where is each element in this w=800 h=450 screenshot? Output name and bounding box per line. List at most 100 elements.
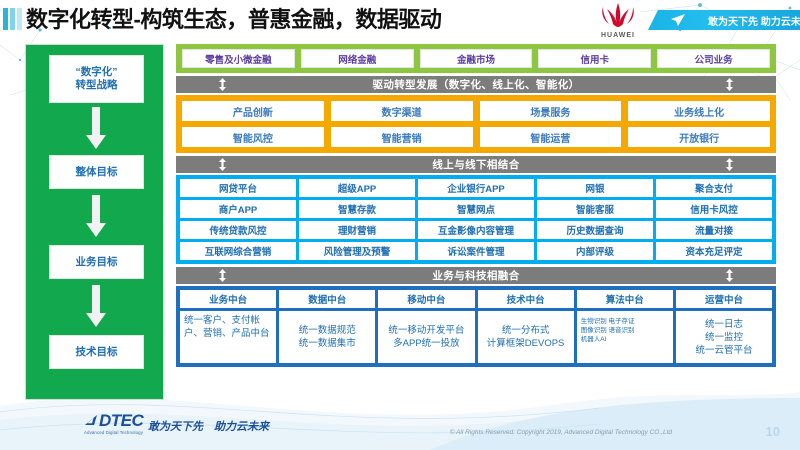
tech-platform-header[interactable]: 算法中台 xyxy=(576,290,673,308)
copyright-text: © All Rights Reserved. Copyright 2019, A… xyxy=(449,429,672,436)
tech-platform-detail-text: 生物识别 电子存证图像识别 语音识别机器人AI xyxy=(580,318,635,343)
dtec-mark-icon xyxy=(85,414,97,425)
business-goal-item[interactable]: 网贷平台 xyxy=(180,179,296,197)
tech-platform-header[interactable]: 运营中台 xyxy=(675,290,773,308)
tech-platform-header-label: 数据中台 xyxy=(308,295,347,306)
overall-goal-item[interactable]: 智能营销 xyxy=(330,127,473,147)
business-goal-label: 历史数据查询 xyxy=(566,226,624,237)
business-goal-label: 网贷平台 xyxy=(218,184,257,195)
tech-platform-header[interactable]: 数据中台 xyxy=(279,290,376,308)
overall-goal-label: 场景服务 xyxy=(530,107,571,119)
title-accent-bar-3 xyxy=(17,8,22,30)
tech-platform-detail-text: 统一移动开发平台多APP统一投放 xyxy=(388,325,465,349)
content-stack: 零售及小微金融 网络金融 金融市场 信用卡 公司业务 驱动转型发展（数字化、线上… xyxy=(176,44,776,367)
double-arrow-icon xyxy=(219,158,226,171)
divider-bar-online-offline: 线上与线下相结合 xyxy=(176,156,776,173)
business-goal-item[interactable]: 诉讼案件管理 xyxy=(418,242,534,260)
business-line-item[interactable]: 网络金融 xyxy=(300,49,414,68)
business-goal-item[interactable]: 智能客服 xyxy=(537,200,653,218)
business-line-label: 网络金融 xyxy=(338,54,377,66)
business-goal-label: 超级APP xyxy=(337,184,377,195)
business-goal-label: 互金影像内容管理 xyxy=(437,226,514,237)
business-goal-item[interactable]: 互联网综合营销 xyxy=(180,242,296,260)
sidebar-item-strategy[interactable]: “数字化”转型战略 xyxy=(49,55,144,103)
overall-goal-item[interactable]: 业务线上化 xyxy=(628,101,770,121)
business-lines-band: 零售及小微金融 网络金融 金融市场 信用卡 公司业务 xyxy=(176,44,776,73)
overall-goal-item[interactable]: 场景服务 xyxy=(479,101,622,121)
overall-goal-item[interactable]: 智能风控 xyxy=(182,127,324,147)
sidebar-item-label: 业务目标 xyxy=(75,255,118,268)
business-line-label: 信用卡 xyxy=(580,54,610,66)
business-goal-item[interactable]: 商户APP xyxy=(180,200,296,218)
double-arrow-icon xyxy=(726,78,733,91)
tech-platform-detail: 统一数据规范统一数据集市 xyxy=(279,311,376,363)
overall-goal-label: 产品创新 xyxy=(232,107,273,119)
footer-slogan: 敢为天下先 助力云未来 xyxy=(148,421,269,433)
business-goal-label: 互联网综合营销 xyxy=(204,247,272,258)
business-goal-item[interactable]: 资本充足评定 xyxy=(656,242,772,260)
overall-goal-label: 开放银行 xyxy=(679,133,720,145)
overall-goal-label: 智能风控 xyxy=(232,133,273,145)
business-goal-label: 传统贷款风控 xyxy=(209,226,267,237)
business-goal-label: 风险管理及预警 xyxy=(323,247,391,258)
business-goal-item[interactable]: 超级APP xyxy=(299,179,415,197)
dtec-tagline: Advanced Digital Technology xyxy=(84,430,144,435)
overall-goal-item[interactable]: 开放银行 xyxy=(628,127,770,147)
business-line-item[interactable]: 公司业务 xyxy=(657,49,770,68)
overall-goal-label: 智能营销 xyxy=(381,133,422,145)
business-goal-item[interactable]: 传统贷款风控 xyxy=(180,221,296,239)
tech-platform-header-label: 技术中台 xyxy=(506,295,545,306)
down-arrow-icon-1 xyxy=(86,107,106,149)
tech-platform-detail: 统一客户、支付帐户、营销、产品中台 xyxy=(180,311,277,363)
tech-platform-header[interactable]: 技术中台 xyxy=(477,290,574,308)
business-goal-item[interactable]: 历史数据查询 xyxy=(537,221,653,239)
business-goal-label: 信用卡风控 xyxy=(690,205,738,216)
business-goal-item[interactable]: 内部评级 xyxy=(537,242,653,260)
business-goal-item[interactable]: 网银 xyxy=(537,179,653,197)
business-goal-item[interactable]: 互金影像内容管理 xyxy=(418,221,534,239)
overall-goal-label: 数字渠道 xyxy=(381,107,422,119)
business-goal-label: 企业银行APP xyxy=(447,184,505,195)
business-goals-band: 网贷平台 超级APP 企业银行APP 网银 聚合支付 商户APP 智慧存款 智慧… xyxy=(176,175,776,264)
tech-platform-header-label: 移动中台 xyxy=(407,295,446,306)
huawei-wordmark: HUAWEI xyxy=(601,32,635,39)
sidebar-item-business-goal[interactable]: 业务目标 xyxy=(49,245,144,279)
huawei-logo: HUAWEI xyxy=(592,2,644,39)
business-line-item[interactable]: 零售及小微金融 xyxy=(182,49,295,68)
business-goal-item[interactable]: 聚合支付 xyxy=(656,179,772,197)
business-line-item[interactable]: 信用卡 xyxy=(538,49,652,68)
title-bar: 数字化转型-构筑生态，普惠金融，数据驱动 HUAWEI 敢为天下先 助力云未来 xyxy=(0,0,800,42)
business-line-item[interactable]: 金融市场 xyxy=(419,49,533,68)
page-title: 数字化转型-构筑生态，普惠金融，数据驱动 xyxy=(26,7,442,32)
double-arrow-icon xyxy=(219,269,226,282)
business-line-label: 零售及小微金融 xyxy=(205,54,272,66)
business-goal-item[interactable]: 流量对接 xyxy=(656,221,772,239)
business-goal-item[interactable]: 企业银行APP xyxy=(418,179,534,197)
sidebar-item-overall-goal[interactable]: 整体目标 xyxy=(49,155,144,189)
tech-platform-header[interactable]: 移动中台 xyxy=(378,290,475,308)
slogan-ribbon: 敢为天下先 助力云未来 xyxy=(648,10,800,30)
business-goal-item[interactable]: 智慧存款 xyxy=(299,200,415,218)
divider-bar-drive-transformation: 驱动转型发展（数字化、线上化、智能化） xyxy=(176,76,776,93)
business-goal-item[interactable]: 信用卡风控 xyxy=(656,200,772,218)
sidebar-item-tech-goal[interactable]: 技术目标 xyxy=(49,335,144,369)
overall-goal-label: 业务线上化 xyxy=(674,107,725,119)
tech-platform-header[interactable]: 业务中台 xyxy=(180,290,277,308)
business-goal-item[interactable]: 理财营销 xyxy=(299,221,415,239)
overall-goal-item[interactable]: 数字渠道 xyxy=(330,101,473,121)
tech-platform-detail: 统一分布式计算框架DEVOPS xyxy=(477,311,574,363)
tech-goals-band: 业务中台 数据中台 移动中台 技术中台 算法中台 运营中台 统一客户、支付帐户、… xyxy=(176,286,776,367)
tech-platform-detail-row: 统一客户、支付帐户、营销、产品中台 统一数据规范统一数据集市 统一移动开发平台多… xyxy=(180,311,773,363)
overall-goals-band: 产品创新 数字渠道 场景服务 业务线上化 智能风控 智能营销 智能运营 开放银行 xyxy=(176,95,776,153)
business-goal-item[interactable]: 风险管理及预警 xyxy=(299,242,415,260)
slogan-ribbon-text: 敢为天下先 助力云未来 xyxy=(708,17,800,28)
business-goal-item[interactable]: 智慧网点 xyxy=(418,200,534,218)
overall-goal-item[interactable]: 产品创新 xyxy=(182,101,324,121)
tech-platform-header-label: 运营中台 xyxy=(704,295,743,306)
overall-goal-item[interactable]: 智能运营 xyxy=(479,127,622,147)
sidebar-item-label: 技术目标 xyxy=(75,345,118,358)
down-arrow-icon-2 xyxy=(86,195,106,237)
dtec-logo: DTEC Advanced Digital Technology xyxy=(84,412,162,435)
tech-platform-detail-text: 统一数据规范统一数据集市 xyxy=(298,325,356,349)
business-goal-label: 理财营销 xyxy=(337,226,376,237)
